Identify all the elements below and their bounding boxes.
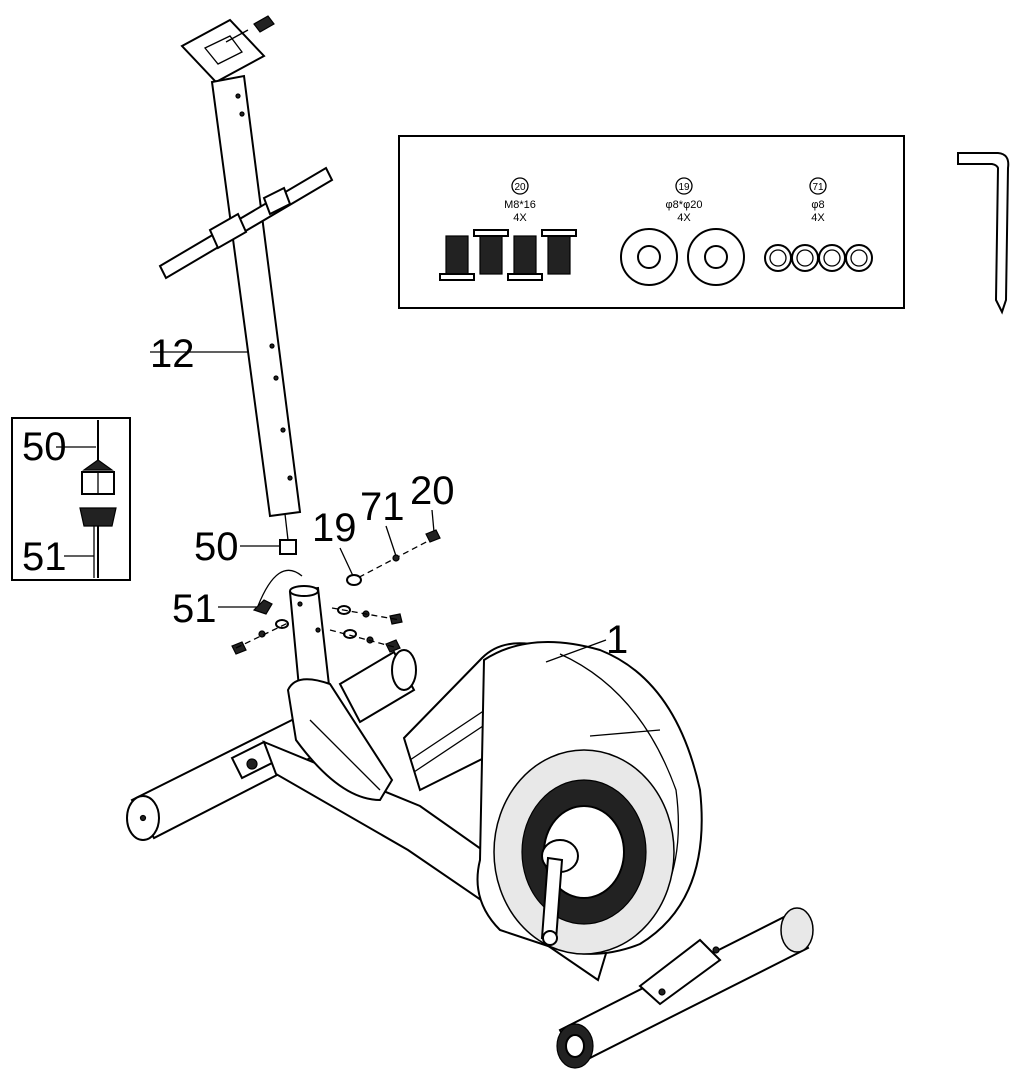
leader-1 xyxy=(545,639,607,663)
hardware-item-washer: 19 φ8*φ20 4X xyxy=(620,177,745,286)
inset-label-lower: 51 xyxy=(22,535,67,579)
spring-washer-id: 71 xyxy=(812,182,824,193)
callout-71: 71 xyxy=(360,485,405,529)
spring-washer-qty: 4X xyxy=(811,212,825,224)
washer-id: 19 xyxy=(678,182,690,193)
bolt-qty: 4X xyxy=(513,212,527,224)
hardware-box: 20 M8*16 4X 19 φ8*φ20 4X 71 φ8 xyxy=(398,135,905,309)
callout-12: 12 xyxy=(150,332,195,376)
hardware-item-spring-washer: 71 φ8 4X xyxy=(764,177,873,272)
hardware-item-bolt: 20 M8*16 4X xyxy=(439,177,577,281)
frame: 1 xyxy=(126,585,814,1069)
bolt-id: 20 xyxy=(514,182,526,193)
callout-50: 50 xyxy=(194,525,239,569)
inset-label-upper: 50 xyxy=(22,425,67,469)
washer-qty: 4X xyxy=(677,212,691,224)
hardware-box-frame xyxy=(398,135,905,309)
bolt-spec: M8*16 xyxy=(504,199,536,211)
callout-19: 19 xyxy=(312,506,357,550)
allen-key-icon xyxy=(957,152,1010,315)
callout-20: 20 xyxy=(410,469,455,513)
washer-icons xyxy=(620,228,745,286)
spring-washer-spec: φ8 xyxy=(811,199,824,211)
spring-washer-id-circle xyxy=(809,177,827,195)
bolt-id-circle xyxy=(511,177,529,195)
top-screw xyxy=(253,15,275,33)
cable-connector-inset: 50 51 xyxy=(11,417,131,581)
exploded-hardware: 50 19 71 20 51 xyxy=(172,469,455,655)
top-plate xyxy=(180,18,266,84)
callout-1: 1 xyxy=(606,618,628,662)
post-tube xyxy=(210,74,302,518)
main-post: 12 xyxy=(150,15,334,555)
washer-spec: φ8*φ20 xyxy=(666,199,703,211)
washer-id-circle xyxy=(675,177,693,195)
bolt-icons xyxy=(439,229,577,281)
callout-51: 51 xyxy=(172,587,217,631)
inset-frame xyxy=(11,417,131,581)
spring-washer-icons xyxy=(764,244,873,272)
